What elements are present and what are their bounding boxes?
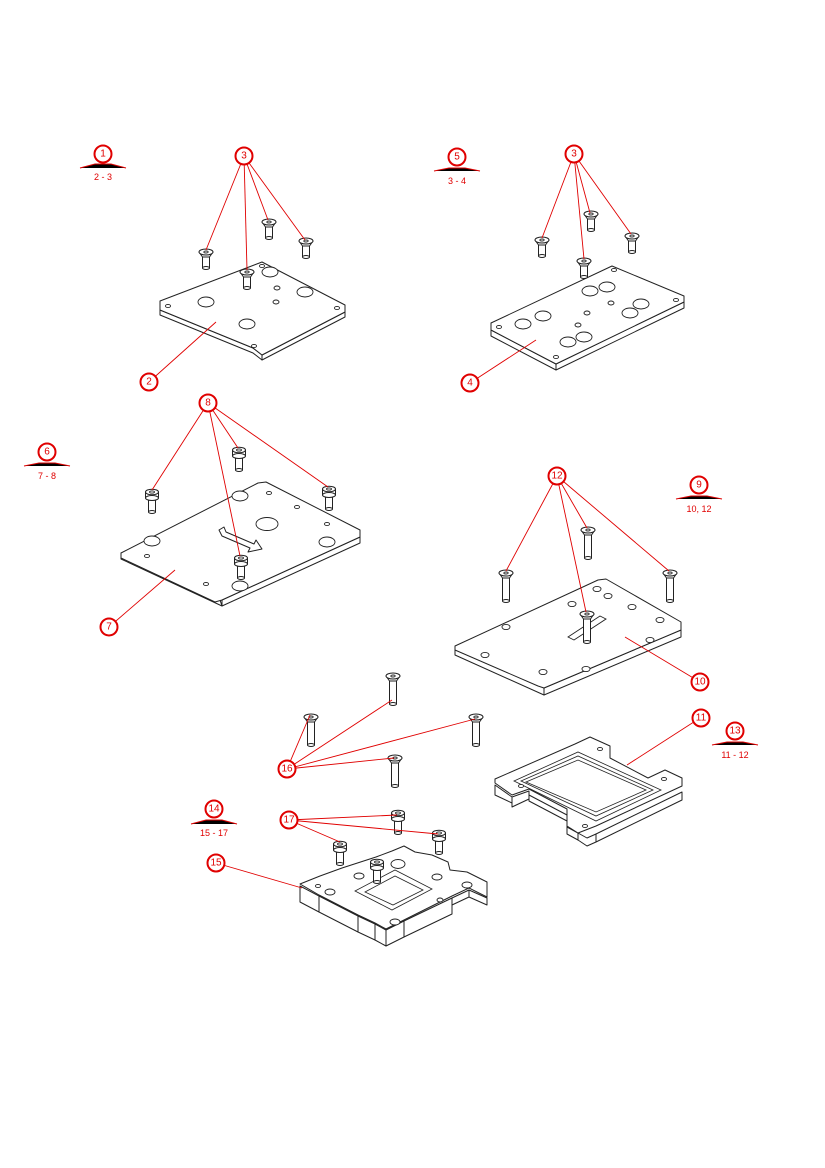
balloon-number: 3 xyxy=(571,149,577,160)
assembly-label-5: 5 xyxy=(447,147,467,167)
balloon-16: 16 xyxy=(277,759,297,779)
balloon-number: 2 xyxy=(146,377,152,388)
block-15 xyxy=(299,845,488,947)
assembly-number: 9 xyxy=(696,480,702,491)
balloon-8: 8 xyxy=(198,393,218,413)
assembly-label-13: 13 xyxy=(725,721,745,741)
plate-7 xyxy=(120,481,361,607)
balloon-number: 11 xyxy=(696,713,707,724)
plate-2 xyxy=(159,261,346,361)
assembly-number: 1 xyxy=(100,149,106,160)
balloon-12: 12 xyxy=(547,466,567,486)
balloon-10: 10 xyxy=(690,672,710,692)
balloon-number: 4 xyxy=(467,378,473,389)
balloon-3-b: 3 xyxy=(564,144,584,164)
assembly-number: 13 xyxy=(729,726,741,737)
balloon-number: 12 xyxy=(551,471,563,482)
screw-16 xyxy=(303,672,484,788)
assembly-parts: 7 - 8 xyxy=(38,471,56,481)
balloon-17: 17 xyxy=(279,810,299,830)
assembly-label-9: 9 xyxy=(689,475,709,495)
assembly-parts: 3 - 4 xyxy=(448,176,466,186)
balloon-number: 17 xyxy=(283,815,295,826)
balloon-number: 10 xyxy=(694,677,706,688)
balloon-number: 7 xyxy=(106,622,112,633)
balloon-15: 15 xyxy=(206,853,226,873)
balloon-2: 2 xyxy=(139,372,159,392)
plate-4 xyxy=(490,265,685,371)
balloon-number: 16 xyxy=(281,764,293,775)
frame-11 xyxy=(494,736,683,847)
screw-3-b xyxy=(534,210,640,279)
arrow-icon xyxy=(218,526,263,553)
assembly-parts: 2 - 3 xyxy=(94,172,112,182)
balloon-7: 7 xyxy=(99,617,119,637)
assembly-parts: 11 - 12 xyxy=(721,750,748,760)
balloon-11: 11 xyxy=(691,708,711,728)
balloon-number: 8 xyxy=(205,398,211,409)
assembly-number: 14 xyxy=(208,804,220,815)
balloon-3: 3 xyxy=(234,146,254,166)
plate-10 xyxy=(454,578,682,696)
assembly-label-1: 1 xyxy=(93,144,113,164)
balloon-number: 3 xyxy=(241,151,247,162)
assembly-parts: 15 - 17 xyxy=(200,828,228,838)
assembly-number: 5 xyxy=(454,152,460,163)
assembly-label-6: 6 xyxy=(37,442,57,462)
assembly-number: 6 xyxy=(44,447,50,458)
balloon-4: 4 xyxy=(460,373,480,393)
balloon-number: 15 xyxy=(210,858,222,869)
assembly-label-14: 14 xyxy=(204,799,224,819)
assembly-parts: 10, 12 xyxy=(686,504,711,514)
